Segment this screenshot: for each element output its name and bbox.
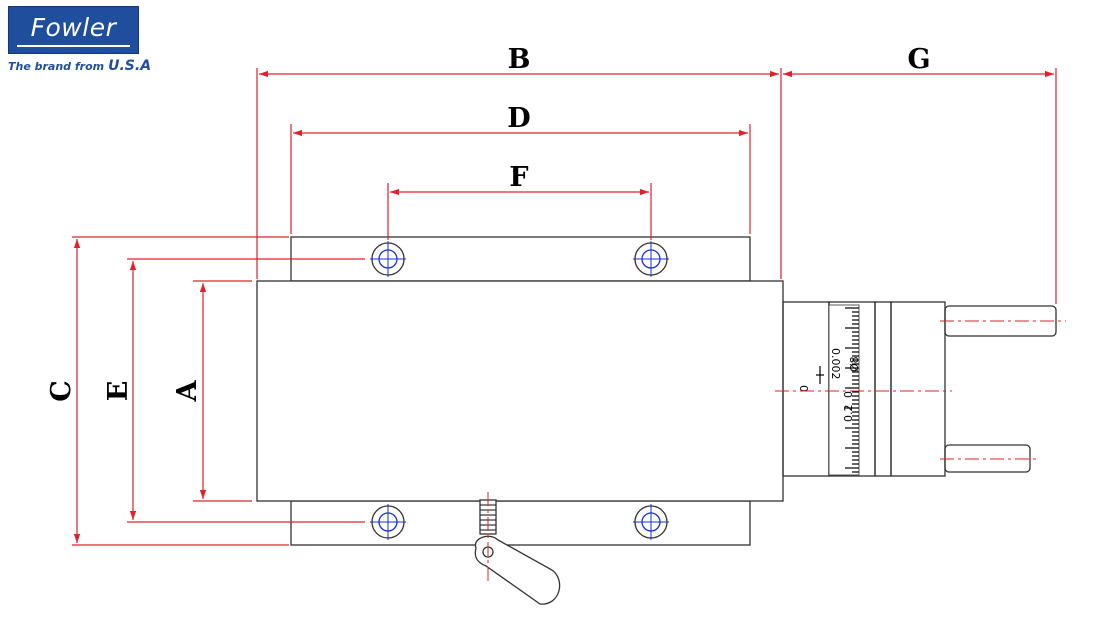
dimension-lines bbox=[72, 68, 1057, 546]
dimension-e-label: E bbox=[103, 381, 134, 402]
logo-underline bbox=[17, 45, 130, 47]
mounting-hole-bottom-right bbox=[633, 504, 669, 540]
scale-resolution: 0.002 bbox=[829, 348, 842, 380]
locking-lever bbox=[474, 535, 561, 605]
brand-logo: Fowler bbox=[8, 6, 139, 54]
scale-zero-top: 0 bbox=[798, 385, 811, 392]
scale-reading-02: 0.2 bbox=[842, 405, 855, 423]
bottom-rail bbox=[290, 500, 751, 546]
dimension-b-label: B bbox=[508, 44, 531, 75]
scale-zero-bottom: 0 bbox=[842, 391, 855, 398]
mounting-hole-top-right bbox=[633, 241, 669, 277]
mounting-hole-top-left bbox=[370, 241, 406, 277]
tagline-prefix: The brand from bbox=[8, 60, 105, 73]
mounting-holes bbox=[370, 241, 669, 540]
dimension-f-label: F bbox=[509, 162, 528, 193]
micrometer-head bbox=[890, 301, 946, 477]
dimension-a-label: A bbox=[172, 379, 203, 402]
main-slide-body bbox=[256, 280, 784, 502]
dimension-d-label: D bbox=[507, 103, 530, 134]
thimble-collar bbox=[874, 301, 892, 477]
micrometer-scale: 0 0.002 0.2 0 Ø8 bbox=[798, 304, 861, 476]
dimension-c-label: C bbox=[46, 380, 77, 402]
logo-wordmark: Fowler bbox=[30, 13, 117, 42]
center-lines bbox=[487, 320, 1066, 585]
scale-diameter: Ø8 bbox=[848, 356, 861, 372]
mounting-hole-bottom-left bbox=[370, 504, 406, 540]
thimble-graduations bbox=[845, 307, 859, 473]
part-outlines bbox=[256, 236, 1057, 605]
dimension-g-label: G bbox=[907, 44, 930, 75]
resolution-marker bbox=[816, 366, 824, 384]
dimension-labels: B G D F C E A bbox=[46, 44, 931, 402]
thimble-scale-band bbox=[828, 304, 860, 476]
tagline-country: U.S.A bbox=[108, 58, 152, 74]
